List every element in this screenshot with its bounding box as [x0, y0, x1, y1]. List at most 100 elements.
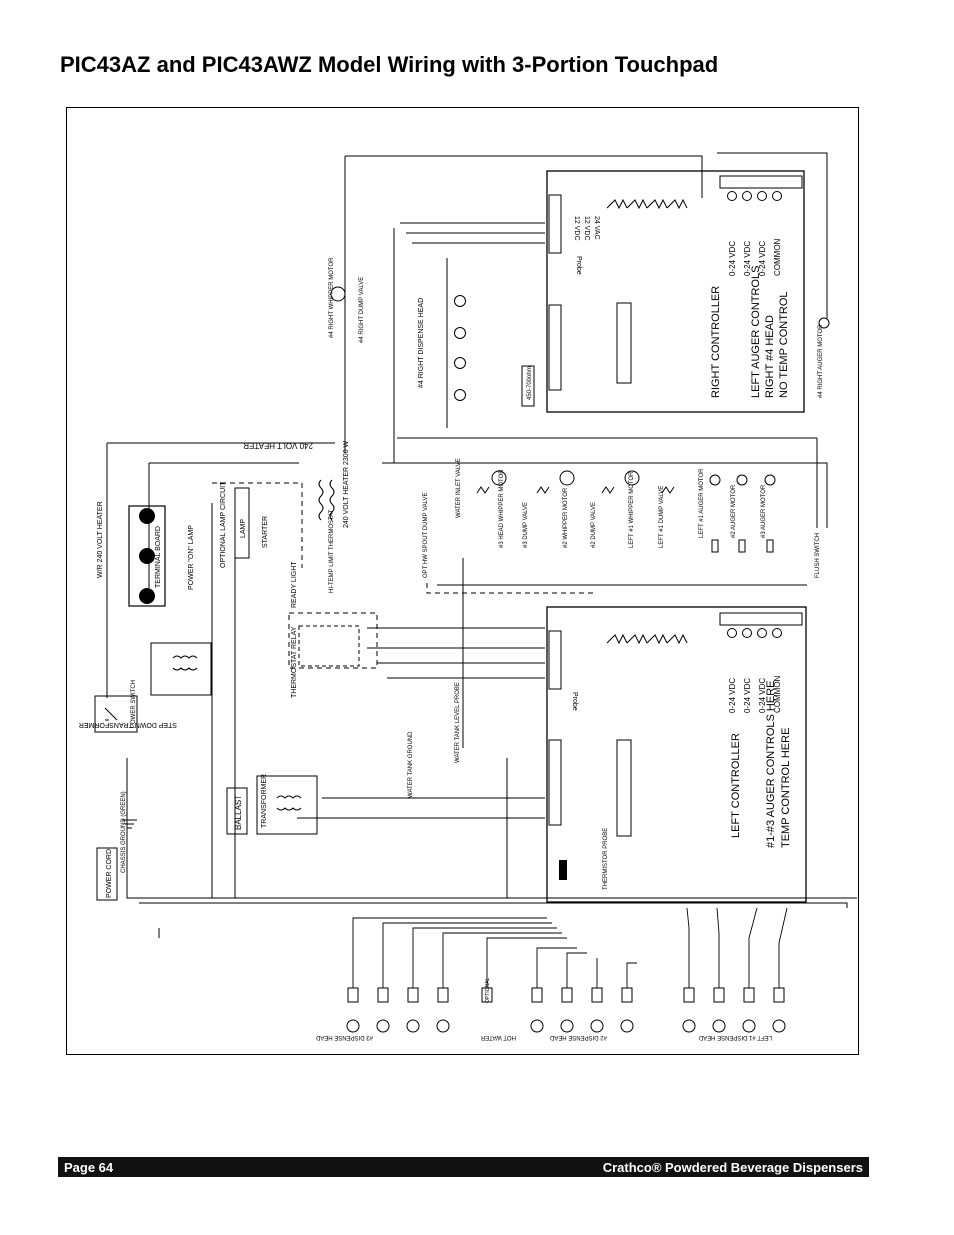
right-auger-terminal-strip	[719, 175, 803, 189]
opt-hw-valve-label: OPT HW SPOUT DUMP VALVE	[423, 493, 429, 578]
power-on-lamp-label: POWER "ON" LAMP	[188, 525, 195, 590]
right-power-header	[548, 194, 562, 254]
resistor-label: 450-700ohm	[527, 366, 533, 400]
auger-1-label: LEFT #1 AUGER MOTOR	[699, 468, 705, 538]
right-dispense-head-label: #4 RIGHT DISPENSE HEAD	[418, 298, 425, 388]
terminal-board-label: TERMINAL BOARD	[155, 526, 162, 588]
dump-3-label: #3 DUMP VALVE	[523, 502, 529, 548]
heater-left-label: W/R 240 VOLT HEATER	[97, 501, 104, 578]
right-controller-note-3: NO TEMP CONTROL	[778, 291, 790, 398]
ballast-box	[226, 787, 248, 835]
starter-label: STARTER	[262, 516, 269, 548]
resistor	[521, 365, 535, 407]
dispense-head-1-label: LEFT #1 DISPENSE HEAD	[698, 1034, 772, 1040]
wire-bundle	[106, 152, 857, 938]
heater-label: 240 VOLT HEATER	[243, 441, 313, 450]
right-controller-box	[546, 170, 805, 413]
motors-row	[330, 286, 830, 553]
left-auger-out-2: 0-24 VDC	[743, 678, 752, 713]
power-switch-box	[94, 695, 138, 733]
lamp-label: LAMP	[240, 519, 247, 538]
left-auger-terminal-strip	[719, 612, 803, 626]
right-dump-label: #4 RIGHT DUMP VALVE	[359, 277, 365, 343]
power-cord-label: POWER CORD	[106, 849, 113, 898]
right-auger-out-1: 0-24 VDC	[728, 241, 737, 276]
water-tank-level-probe-label: WATER TANK LEVEL PROBE	[455, 682, 461, 763]
power-switch-symbol	[104, 707, 118, 721]
footer-brand: Crathco® Powdered Beverage Dispensers	[602, 1159, 863, 1175]
water-tank-ground-label: WATER TANK GROUND	[408, 731, 414, 798]
dispense-fan-wires	[352, 907, 788, 988]
left-probe: Probe	[571, 692, 578, 711]
chassis-ground-label: CHASSIS GROUND (GREEN)	[121, 791, 127, 873]
right-relays	[606, 198, 688, 210]
right-pin-3: 24 VAC	[593, 216, 600, 240]
dump-2-label: #2 DUMP VALVE	[591, 502, 597, 548]
whipper-2-label: #2 WHIPPER MOTOR	[563, 487, 569, 548]
whipper-1-label: LEFT #1 WHIPPER MOTOR	[629, 471, 635, 548]
whipper-3-label: #3 HEAD WHIPPER MOTOR	[499, 469, 505, 548]
lamp-tube	[234, 487, 250, 559]
optional-label: OPTIONAL	[485, 977, 491, 1003]
left-ohm-header	[616, 739, 632, 837]
footer-page-number: Page 64	[64, 1159, 114, 1175]
right-auger-out-4: COMMON	[773, 238, 782, 276]
auger-2-label: #2 AUGER MOTOR	[731, 484, 737, 538]
right-auger-label: #4 RIGHT AUGER MOTOR	[818, 324, 824, 398]
transformer-box	[256, 775, 318, 835]
thermostat-relay-box	[298, 625, 360, 667]
transformer-coils	[276, 795, 302, 811]
chassis-ground-symbol	[122, 819, 137, 829]
left-touch-header	[548, 739, 562, 826]
ballast-label: BALLAST	[234, 795, 243, 830]
dispense-head-3-label: #3 DISPENSE HEAD	[315, 1034, 373, 1040]
page-title: PIC43AZ and PIC43AWZ Model Wiring with 3…	[60, 52, 719, 77]
dump-1-label: LEFT #1 DUMP VALVE	[659, 486, 665, 548]
left-auger-terminals	[727, 628, 782, 638]
dispense-head-2-label: #2 DISPENSE HEAD	[549, 1034, 607, 1040]
footer-bar: Page 64 Crathco® Powdered Beverage Dispe…	[58, 1157, 869, 1177]
terminal-board	[128, 505, 166, 607]
right-auger-out-3: 0-24 VDC	[758, 241, 767, 276]
transformer-label: TRANSFORMER	[261, 774, 268, 828]
step-transformer-coils	[172, 655, 198, 671]
thermistor-probe	[559, 860, 567, 880]
right-whipper-label: #4 RIGHT WHIPPER MOTOR	[329, 257, 335, 338]
heater-rating: 240 VOLT HEATER 2300 W	[343, 440, 350, 528]
left-controller-box	[546, 606, 807, 903]
ready-light-label: READY LIGHT	[291, 561, 298, 608]
left-auger-out-1: 0-24 VDC	[728, 678, 737, 713]
heater-element	[318, 479, 335, 521]
right-controller-note-2: RIGHT #4 HEAD	[764, 315, 776, 398]
water-inlet-valve-label: WATER INLET VALVE	[456, 458, 462, 518]
hot-water-label: HOT WATER	[480, 1034, 516, 1040]
right-auger-terminals	[727, 191, 782, 201]
right-controller-note-1: LEFT AUGER CONTROLS	[750, 266, 762, 398]
left-power-header	[548, 630, 562, 690]
left-controller-label: LEFT CONTROLLER	[730, 733, 742, 838]
optional-wires	[212, 482, 597, 669]
auger-3-label: #3 AUGER MOTOR	[761, 484, 767, 538]
right-ohm-header	[616, 302, 632, 384]
left-controller-note-1: #1-#3 AUGER CONTROLS HERE	[765, 681, 777, 849]
terminal-bottom	[139, 588, 155, 604]
left-relays	[606, 633, 688, 645]
step-down-label: STEP DOWN TRANSFORMER	[79, 721, 177, 728]
wiring-schematic: RIGHT CONTROLLER LEFT AUGER CONTROLS RIG…	[79, 152, 857, 1040]
right-dispense-head	[454, 295, 466, 401]
wiring-diagram: RIGHT CONTROLLER LEFT AUGER CONTROLS RIG…	[66, 107, 859, 1055]
left-auger-out-3: 0-24 VDC	[758, 678, 767, 713]
right-pin-2: 12 VDC	[583, 216, 590, 241]
flush-switch-label: FLUSH SWITCH	[815, 533, 821, 578]
right-controller-label: RIGHT CONTROLLER	[710, 286, 722, 398]
terminal-mid	[139, 548, 155, 564]
right-auger-out-2: 0-24 VDC	[743, 241, 752, 276]
hi-temp-limit-label: HI-TEMP LIMIT THERMOSTAT	[329, 509, 335, 593]
right-probe: Probe	[575, 256, 582, 275]
optional-lamp-circuit-label: OPTIONAL LAMP CIRCUIT	[220, 481, 227, 568]
thermistor-probe-label: THERMISTOR PROBE	[603, 828, 609, 890]
power-cord-box	[96, 847, 118, 901]
terminal-top	[139, 508, 155, 524]
right-pin-1: 12 VDC	[573, 216, 580, 241]
step-down-transformer	[150, 642, 212, 696]
